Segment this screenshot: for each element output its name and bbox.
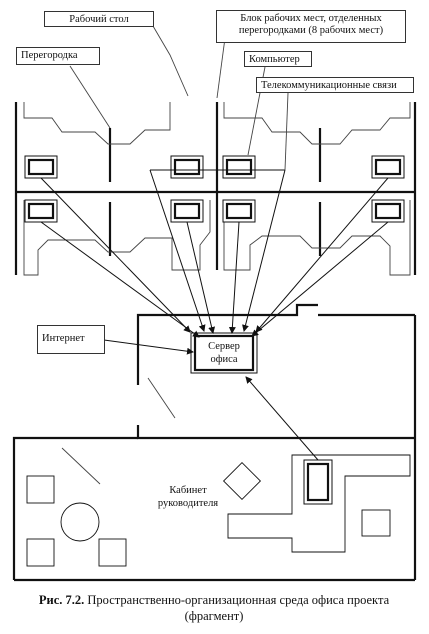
manager-office	[12, 436, 417, 582]
label-leaders	[69, 25, 289, 171]
caption-text: Пространственно-организационная среда оф…	[87, 593, 390, 623]
label-telecom: Телекоммуникационные связи	[256, 77, 414, 93]
label-server: Сервер офиса	[208, 341, 240, 365]
label-manager-office: Кабинет руководителя	[157, 485, 219, 509]
server-room-door	[147, 377, 176, 419]
partitions	[108, 128, 322, 256]
desks	[23, 102, 411, 276]
label-partition: Перегородка	[16, 47, 100, 65]
caption-number: Рис. 7.2.	[38, 593, 85, 607]
computers	[24, 155, 405, 223]
office-server	[190, 332, 258, 374]
server-room-walls	[136, 303, 417, 440]
workplace-block-walls	[14, 102, 417, 275]
figure-caption: Рис. 7.2. Пространственно-организационна…	[14, 592, 414, 624]
label-desk: Рабочий стол	[44, 11, 154, 27]
label-internet: Интернет	[37, 325, 105, 354]
telecom-links	[40, 169, 389, 461]
label-computer: Компьютер	[244, 51, 312, 67]
label-workplaces-block: Блок рабочих мест, отделенных перегородк…	[216, 10, 406, 43]
